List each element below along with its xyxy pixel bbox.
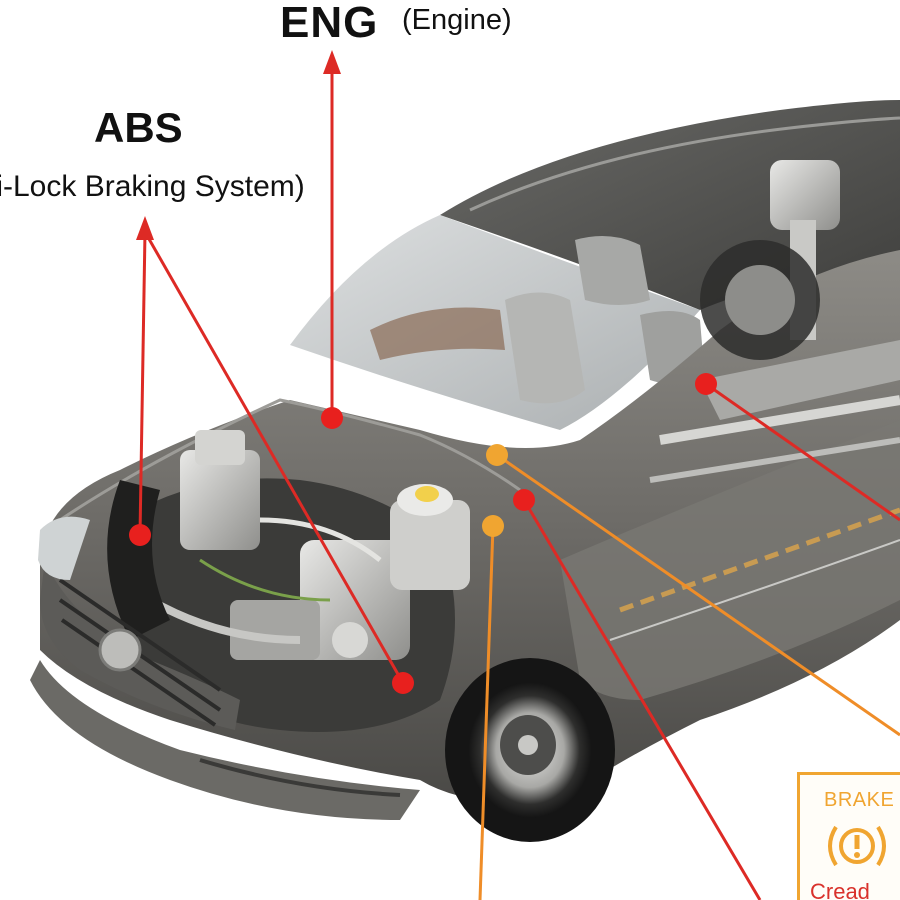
brake-warning-text: Cread: [810, 879, 870, 900]
abs-marker-engine-bay: [392, 672, 414, 694]
brake-marker-red: [513, 489, 535, 511]
rear-suspension: [649, 160, 900, 483]
orange-marker-dash: [486, 444, 508, 466]
pointer-lines-orange: [478, 453, 900, 900]
front-left-tire: [107, 480, 170, 640]
front-wheel: [445, 658, 615, 842]
eng-arrowhead: [323, 50, 341, 74]
abs-full-label: ti-Lock Braking System): [0, 170, 305, 203]
abs-label: ABS: [94, 104, 183, 151]
abs-marker-front-wheel: [129, 524, 151, 546]
engine-bay: [120, 430, 470, 732]
eng-marker: [321, 407, 343, 429]
front-grille: [38, 516, 240, 730]
abs-arrowhead: [136, 216, 154, 240]
brake-warning-title: BRAKE: [824, 789, 895, 811]
brake-warning-icon: [828, 825, 886, 867]
eng-label: ENG: [280, 0, 379, 47]
rear-marker-red: [695, 373, 717, 395]
pointer-lines-red: [138, 72, 900, 900]
eng-full-label: (Engine): [402, 4, 512, 36]
orange-marker-brake: [482, 515, 504, 537]
front-seat: [505, 292, 585, 404]
brake-warning-panel: BRAKE Cread: [797, 772, 900, 900]
